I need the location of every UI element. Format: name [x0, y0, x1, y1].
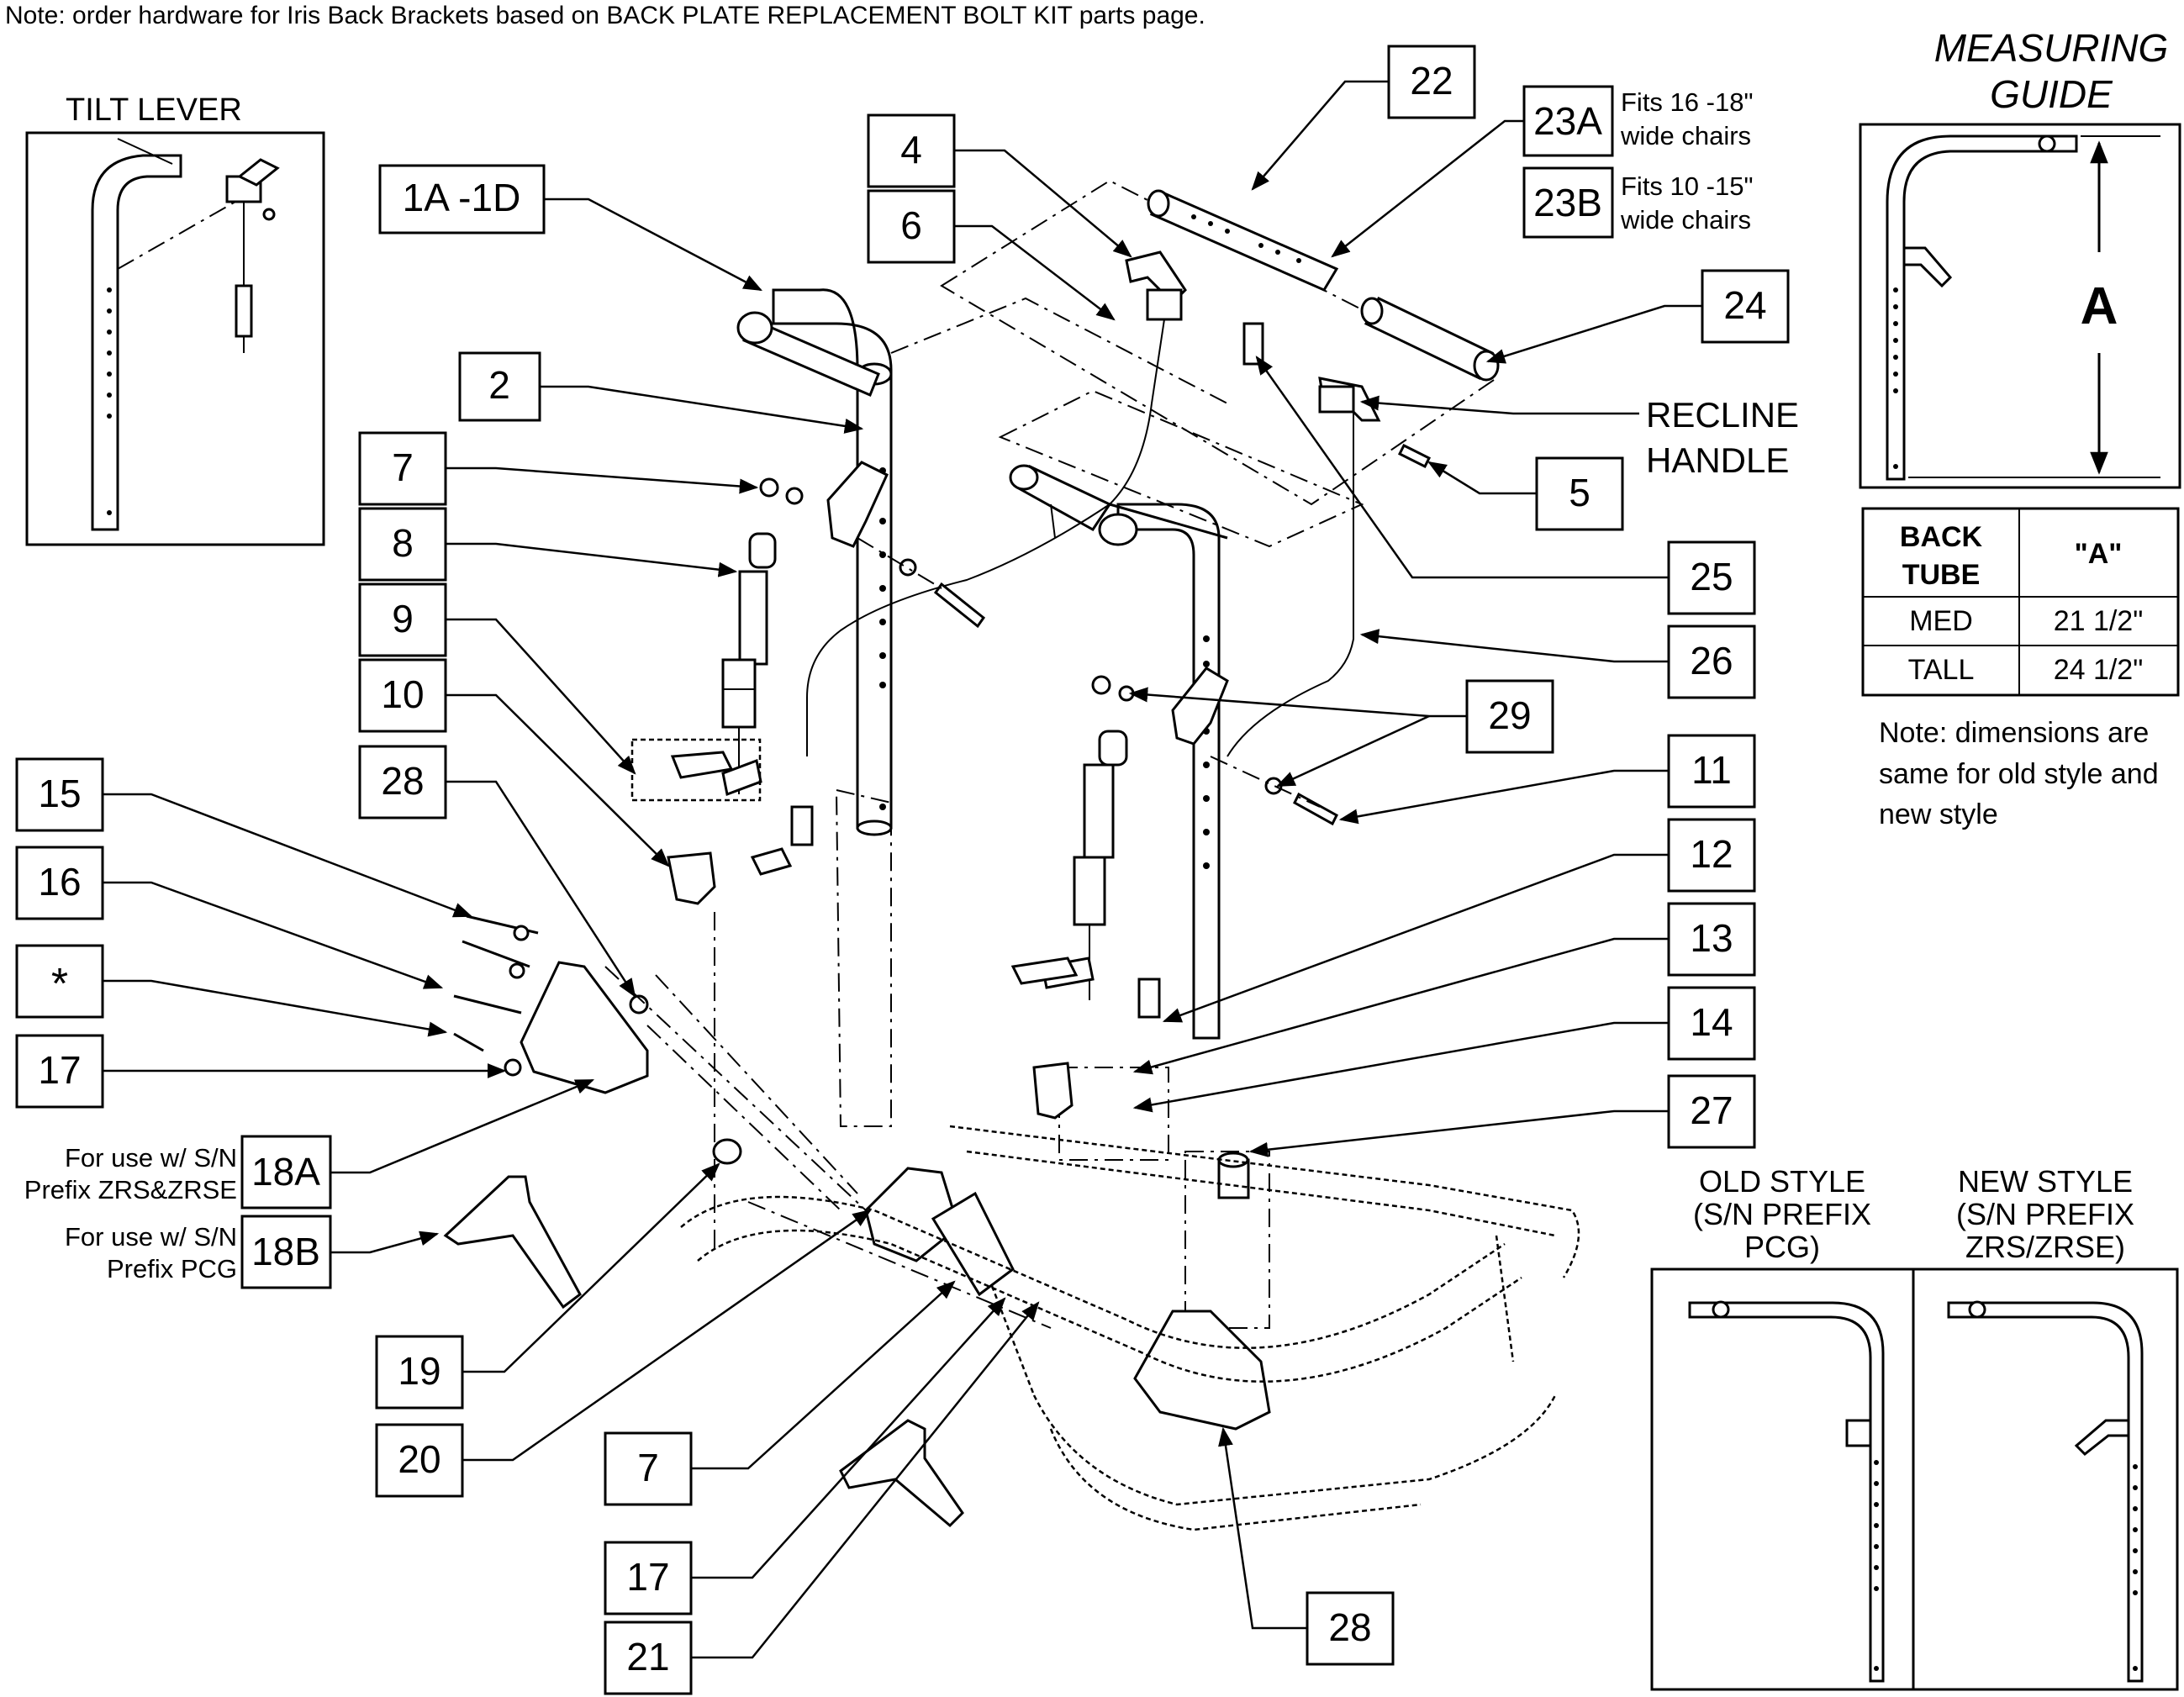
callout-23b: 23B: [1533, 181, 1602, 224]
back-plate-18a: [520, 961, 649, 1094]
callout-17-upper: 17: [38, 1048, 81, 1092]
fits-23b-line1: Fits 10 -15": [1621, 171, 1753, 201]
callout-7-upper: 7: [392, 445, 414, 489]
recline-handle-label-line2: HANDLE: [1646, 440, 1789, 480]
main-assembly: [443, 179, 1580, 1531]
callout-18a: 18A: [251, 1150, 320, 1194]
new-style-line1: NEW STYLE: [1958, 1164, 2133, 1199]
callout-22: 22: [1410, 59, 1453, 103]
old-style-line2: (S/N PREFIX: [1693, 1197, 1871, 1231]
measuring-note-3: new style: [1879, 798, 1998, 830]
callout-15: 15: [38, 772, 81, 815]
wheelchair-base-frame: [680, 1125, 1580, 1531]
callout-14: 14: [1690, 1000, 1733, 1044]
left-tube-holes: [879, 467, 886, 810]
table-row-tall-a: 24 1/2": [2054, 654, 2144, 686]
callout-11: 11: [1691, 748, 1732, 792]
callout-26: 26: [1690, 639, 1733, 682]
callout-12: 12: [1690, 832, 1733, 876]
fits-23a-line2: wide chairs: [1620, 121, 1751, 150]
callout-star: *: [51, 960, 68, 1009]
callout-13: 13: [1690, 916, 1733, 960]
callout-18b: 18B: [251, 1230, 320, 1273]
callout-16: 16: [38, 860, 81, 904]
recline-handle-label-line1: RECLINE: [1646, 395, 1799, 435]
callout-6: 6: [900, 203, 922, 247]
callout-8: 8: [392, 521, 414, 565]
table-row-med-a: 21 1/2": [2054, 605, 2144, 637]
new-style-line2: (S/N PREFIX: [1956, 1197, 2134, 1231]
callout-28-upper: 28: [381, 759, 424, 803]
callout-24: 24: [1723, 283, 1766, 327]
back-tube-table: BACK TUBE "A" MED 21 1/2" TALL 24 1/2": [1861, 507, 2180, 697]
bracket-left: [826, 461, 889, 548]
old-style-line3: PCG): [1744, 1230, 1820, 1264]
table-row-med-tube: MED: [1909, 605, 1973, 637]
tilt-lever-inset: TILT LEVER: [25, 92, 325, 546]
old-style-tube: [1688, 1300, 1885, 1683]
callout-29: 29: [1488, 693, 1531, 737]
callout-27: 27: [1690, 1088, 1733, 1132]
tilt-lever-holes: [107, 287, 112, 515]
measuring-note-1: Note: dimensions are: [1879, 717, 2149, 749]
gas-spring-left: [721, 532, 777, 797]
callout-9: 9: [392, 597, 414, 640]
tilt-lever-title: TILT LEVER: [66, 92, 242, 128]
use-18b-line2: Prefix PCG: [107, 1254, 237, 1283]
use-18a-line2: Prefix ZRS&ZRSE: [24, 1175, 237, 1204]
callout-1a-1d: 1A -1D: [403, 176, 521, 219]
callout-25: 25: [1690, 555, 1733, 598]
use-18a-line1: For use w/ S/N: [65, 1143, 237, 1173]
measuring-guide-title-1: MEASURING: [1934, 26, 2169, 70]
old-style-line1: OLD STYLE: [1699, 1164, 1865, 1199]
new-style-tube: [1947, 1300, 2144, 1683]
measuring-guide-title-2: GUIDE: [1990, 72, 2113, 116]
table-header-tube: TUBE: [1902, 559, 1981, 591]
callout-7-lower: 7: [637, 1446, 659, 1489]
table-row-tall-tube: TALL: [1908, 654, 1975, 686]
callout-5: 5: [1569, 471, 1591, 514]
callout-28-lower: 28: [1328, 1605, 1371, 1649]
table-header-a: "A": [2075, 538, 2123, 570]
dimension-a-label: A: [2081, 277, 2118, 335]
callouts: 1A -1D 2 7 8 9 10 28 15 16: [15, 45, 1799, 1695]
recline-handle-bar: [1147, 189, 1500, 382]
callout-23a: 23A: [1533, 99, 1602, 143]
style-comparison: OLD STYLE (S/N PREFIX PCG) NEW STYLE (S/…: [1650, 1164, 2179, 1691]
callout-20: 20: [398, 1437, 440, 1481]
callout-19: 19: [398, 1349, 440, 1393]
top-note: Note: order hardware for Iris Back Brack…: [5, 2, 1205, 29]
fits-23a-line1: Fits 16 -18": [1621, 87, 1753, 117]
measuring-note-2: same for old style and: [1879, 758, 2159, 790]
bracket-right: [1171, 667, 1229, 746]
back-plate-18b: [443, 1175, 582, 1310]
callout-10: 10: [381, 672, 424, 716]
fits-23b-line2: wide chairs: [1620, 205, 1751, 235]
callout-2: 2: [488, 363, 510, 407]
callout-17-lower: 17: [626, 1555, 669, 1599]
use-18b-line1: For use w/ S/N: [65, 1222, 237, 1252]
lower-bracket-right: [1133, 1310, 1271, 1431]
callout-21: 21: [626, 1635, 669, 1679]
table-header-back: BACK: [1900, 521, 1983, 553]
measuring-guide: MEASURING GUIDE A BACK TUBE "A" MED 21 1…: [1859, 26, 2181, 830]
right-back-tube: [1009, 464, 1228, 1040]
new-style-line3: ZRS/ZRSE): [1965, 1230, 2125, 1264]
callout-4: 4: [900, 128, 922, 171]
